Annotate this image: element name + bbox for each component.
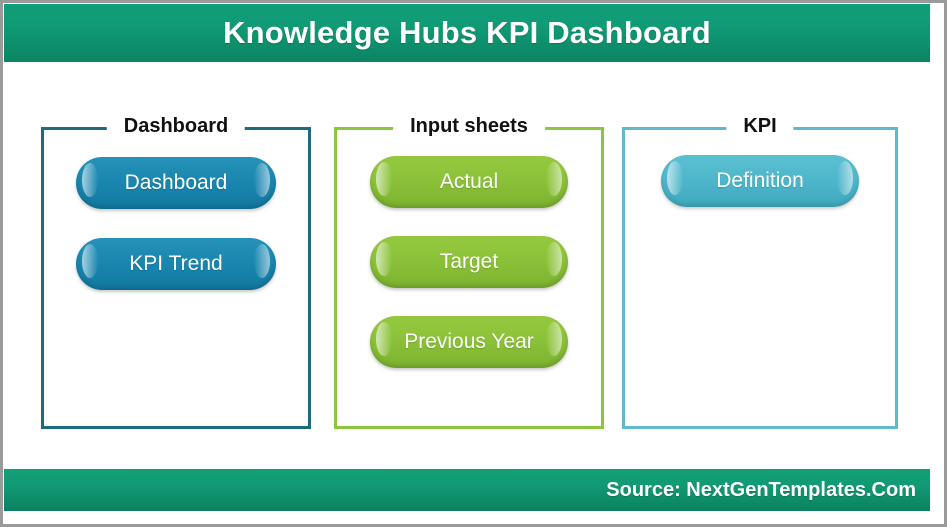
button-kpi-trend[interactable]: KPI Trend <box>76 238 276 290</box>
button-previous-year[interactable]: Previous Year <box>370 316 568 368</box>
source-label: Source: NextGenTemplates.Com <box>606 478 916 501</box>
button-dashboard[interactable]: Dashboard <box>76 157 276 209</box>
panel-kpi-body: Definition <box>622 127 898 429</box>
panel-input-sheets: Input sheets Actual Target Previous Year <box>334 111 604 429</box>
button-kpi-trend-label: KPI Trend <box>129 252 223 275</box>
panel-dashboard: Dashboard Dashboard KPI Trend <box>41 111 311 429</box>
panel-kpi-title: KPI <box>726 111 794 141</box>
header-bar: Knowledge Hubs KPI Dashboard <box>4 4 930 62</box>
button-target-label: Target <box>439 250 499 273</box>
button-target[interactable]: Target <box>370 236 568 288</box>
panel-dashboard-body: Dashboard KPI Trend <box>41 127 311 429</box>
button-actual[interactable]: Actual <box>370 156 568 208</box>
panel-input-sheets-title: Input sheets <box>393 111 545 141</box>
button-definition[interactable]: Definition <box>661 155 859 207</box>
page-title: Knowledge Hubs KPI Dashboard <box>223 15 711 50</box>
button-previous-year-label: Previous Year <box>404 330 534 353</box>
panel-dashboard-title: Dashboard <box>106 111 246 141</box>
panel-kpi: KPI Definition <box>622 111 898 429</box>
footer-bar: Source: NextGenTemplates.Com <box>4 469 930 511</box>
panel-input-sheets-body: Actual Target Previous Year <box>334 127 604 429</box>
button-definition-label: Definition <box>716 169 804 192</box>
button-dashboard-label: Dashboard <box>124 171 228 194</box>
button-actual-label: Actual <box>439 170 499 193</box>
